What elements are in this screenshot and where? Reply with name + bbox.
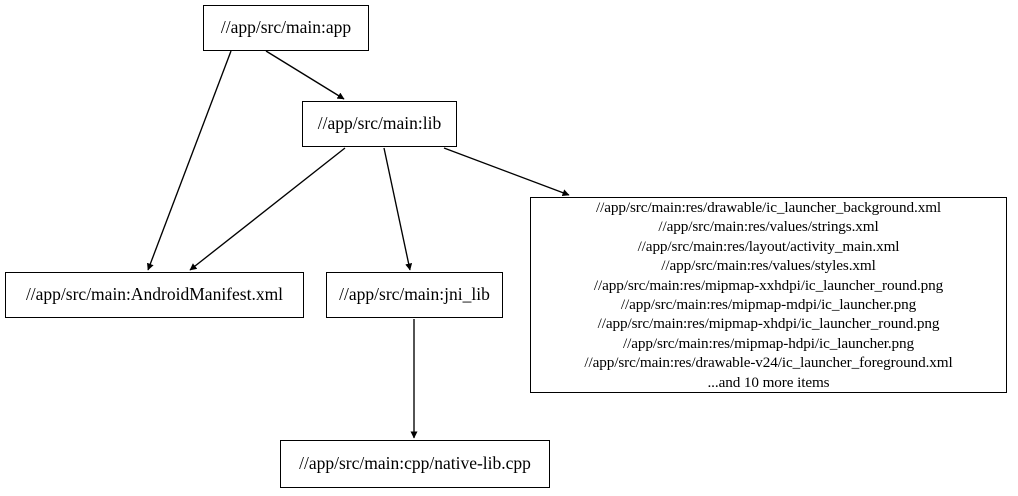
node-native-lib-cpp-label: //app/src/main:cpp/native-lib.cpp <box>299 453 531 474</box>
edge-app-to-androidmanifest <box>147 50 232 271</box>
node-lib-label: //app/src/main:lib <box>317 113 442 134</box>
node-androidmanifest[interactable]: //app/src/main:AndroidManifest.xml <box>5 272 304 318</box>
edge-lib-to-androidmanifest <box>189 147 346 271</box>
node-jni-lib-label: //app/src/main:jni_lib <box>339 284 490 305</box>
edge-app-to-lib <box>265 50 345 100</box>
node-app-label: //app/src/main:app <box>220 17 352 38</box>
edge-lib-to-resources <box>443 147 570 197</box>
node-lib[interactable]: //app/src/main:lib <box>302 101 457 147</box>
node-native-lib-cpp[interactable]: //app/src/main:cpp/native-lib.cpp <box>280 440 550 488</box>
node-androidmanifest-label: //app/src/main:AndroidManifest.xml <box>25 284 284 305</box>
node-jni-lib[interactable]: //app/src/main:jni_lib <box>326 272 503 318</box>
edge-lib-to-jni-lib <box>383 147 413 271</box>
node-app[interactable]: //app/src/main:app <box>203 5 369 51</box>
node-resources[interactable]: //app/src/main:res/drawable/ic_launcher_… <box>530 197 1007 393</box>
node-resources-label: //app/src/main:res/drawable/ic_launcher_… <box>584 198 953 391</box>
